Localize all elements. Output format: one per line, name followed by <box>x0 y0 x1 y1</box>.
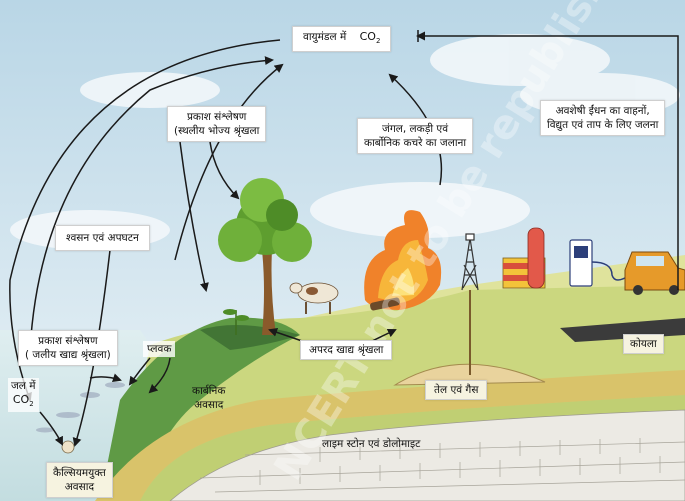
arrow-plankton-down <box>148 357 171 394</box>
water-co2-sub: 2 <box>29 400 34 408</box>
water-co2-line1: जल में <box>11 380 36 392</box>
arrow-photo-land-to-grass <box>179 141 209 292</box>
calcium-sediment-label: कैल्सियमयुक्त अवसाद <box>46 462 113 498</box>
photosynthesis-land-label: प्रकाश संश्लेषण (स्थलीय भोज्य श्रृंखला <box>167 106 267 142</box>
forest-fire-line2: कार्बोनिक कचरे का जलाना <box>364 137 467 149</box>
fish <box>36 382 125 433</box>
organic-sediment-layer <box>95 370 685 501</box>
organic-sediment-line2: अवसाद <box>194 399 224 411</box>
forest-fire-line1: जंगल, लकड़ी एवं <box>382 123 449 135</box>
factory <box>502 227 546 289</box>
atmosphere-co2-label: वायुमंडल में CO2 <box>292 26 392 52</box>
water-co2: CO <box>12 393 30 406</box>
arrow-fuel-to-atmosphere <box>416 31 679 290</box>
arrow-water-co2-down <box>39 411 63 446</box>
limestone-layer <box>169 409 685 501</box>
respiration-text: श्वसन एवं अपघटन <box>66 232 139 244</box>
arrow-photo-water-down <box>89 373 122 383</box>
arrow-photo-land-to-tree <box>209 141 240 200</box>
fossil-fuel-label: अवशेषी ईंधन का वाहनों, विद्युत एवं ताप क… <box>540 100 666 136</box>
limestone-label: लाइम स्टोन एवं डोलोमाइट <box>322 437 420 451</box>
fossil-fuel-line1: अवशेषी ईंधन का वाहनों, <box>555 105 650 117</box>
cow <box>289 282 339 314</box>
cycle-arrows <box>9 30 679 447</box>
respiration-label: श्वसन एवं अपघटन <box>55 225 150 251</box>
plankton-label: प्लवक <box>143 341 176 357</box>
oil-gas-text: तेल एवं गैस <box>434 384 479 396</box>
calcium-sediment-line1: कैल्सियमयुक्त <box>53 467 106 479</box>
photosynthesis-land-line1: प्रकाश संश्लेषण <box>186 111 247 123</box>
photosynthesis-water-line1: प्रकाश संश्लेषण <box>38 335 98 347</box>
decomposer-chain-text: अपरद खाद्य श्रृंखला <box>309 344 384 356</box>
photosynthesis-land-line2: (स्थलीय भोज्य श्रृंखला <box>174 125 260 137</box>
decomposer-chain-label: अपरद खाद्य श्रृंखला <box>300 340 393 360</box>
photosynthesis-water-line2: ( जलीय खाद्य श्रृंखला) <box>25 349 111 361</box>
limestone-text: लाइम स्टोन एवं डोलोमाइट <box>322 438 421 450</box>
car <box>624 251 685 295</box>
coal-text: कोयला <box>630 338 657 350</box>
fire <box>364 210 442 311</box>
organic-sediment-label: कार्बनिक अवसाद <box>192 384 225 412</box>
forest-fire-label: जंगल, लकड़ी एवं कार्बोनिक कचरे का जलाना <box>357 118 474 154</box>
arrow-water-to-atmosphere <box>29 56 274 351</box>
oil-derrick <box>461 233 479 291</box>
arrow-respiration-left <box>9 39 281 402</box>
atmosphere-co2: CO <box>359 30 376 43</box>
fossil-fuel-line2: विद्युत एवं ताप के लिए जलना <box>547 119 659 131</box>
seedling <box>223 309 249 335</box>
plankton-text: प्लवक <box>147 343 172 355</box>
arrow-decomp-to-ground <box>268 328 306 343</box>
fuel-pump <box>569 239 631 287</box>
arrow-plankton-left <box>128 357 151 386</box>
calcium-sediment-line2: अवसाद <box>64 481 95 493</box>
tree <box>218 178 312 335</box>
photosynthesis-water-label: प्रकाश संश्लेषण ( जलीय खाद्य श्रृंखला) <box>18 330 118 366</box>
organic-sediment-line1: कार्बनिक <box>192 385 226 397</box>
atmosphere-text: वायुमंडल में <box>303 31 347 43</box>
coal-label: कोयला <box>623 334 664 354</box>
oil-gas-label: तेल एवं गैस <box>425 380 488 400</box>
atmosphere-co2-sub: 2 <box>375 37 381 45</box>
water-co2-label: जल में CO2 <box>8 378 39 412</box>
